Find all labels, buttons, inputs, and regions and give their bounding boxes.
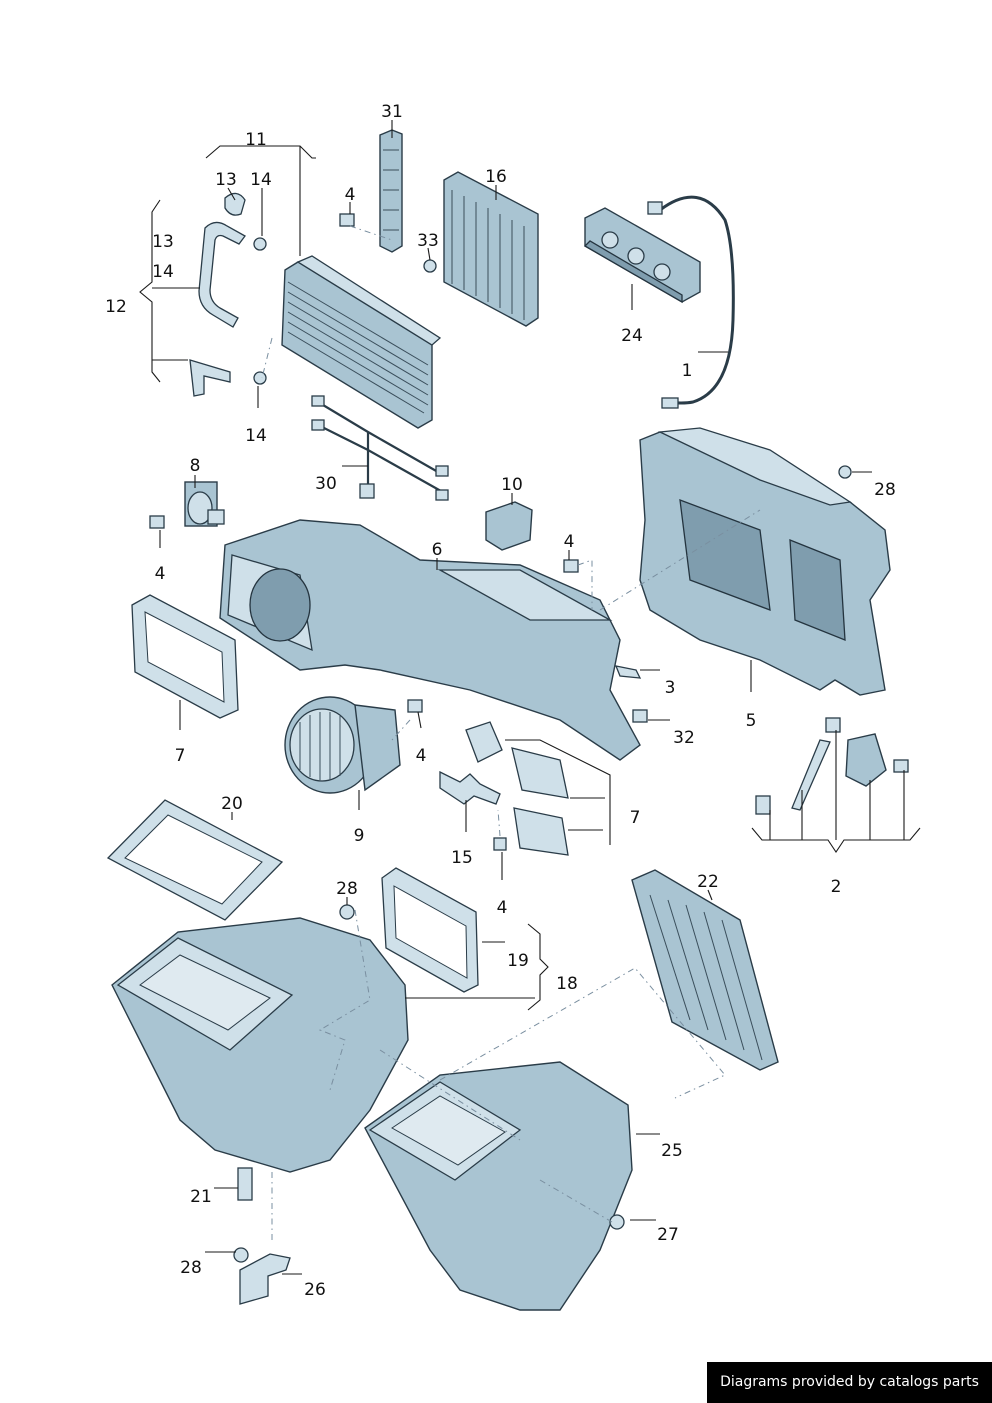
callout-31: 31 bbox=[381, 102, 403, 122]
callout-20: 20 bbox=[221, 794, 243, 814]
callout-6: 6 bbox=[432, 540, 443, 560]
callout-19: 19 bbox=[507, 951, 529, 971]
callout-1: 1 bbox=[682, 361, 693, 381]
callout-2: 2 bbox=[831, 877, 842, 897]
callout-10: 10 bbox=[501, 475, 523, 495]
control-unit-illustration bbox=[583, 195, 735, 409]
blower-duct-housing-illustration bbox=[219, 519, 641, 761]
callout-18: 18 bbox=[556, 974, 578, 994]
filter-frame-illustration bbox=[106, 799, 284, 921]
callout-4: 4 bbox=[564, 532, 575, 552]
dust-filter-illustration bbox=[631, 869, 779, 1071]
callout-33: 33 bbox=[417, 231, 439, 251]
air-guide-illustration bbox=[379, 129, 403, 253]
seal-frames-illustration bbox=[131, 594, 569, 856]
callout-14: 14 bbox=[250, 170, 272, 190]
callout-4: 4 bbox=[155, 564, 166, 584]
callout-30: 30 bbox=[315, 474, 337, 494]
bracket-illustration bbox=[439, 770, 501, 805]
callout-32: 32 bbox=[673, 728, 695, 748]
callout-26: 26 bbox=[304, 1280, 326, 1300]
air-conditioning-housing-illustration bbox=[639, 427, 891, 696]
callout-4: 4 bbox=[416, 746, 427, 766]
callout-16: 16 bbox=[485, 167, 507, 187]
callout-7: 7 bbox=[175, 746, 186, 766]
lower-housing-left-illustration bbox=[111, 917, 409, 1173]
callout-28: 28 bbox=[874, 480, 896, 500]
control-module-illustration bbox=[485, 501, 533, 551]
callout-25: 25 bbox=[661, 1141, 683, 1161]
callout-13: 13 bbox=[152, 232, 174, 252]
servomotor-illustration bbox=[184, 481, 225, 527]
callout-8: 8 bbox=[190, 456, 201, 476]
callout-21: 21 bbox=[190, 1187, 212, 1207]
blower-motor-illustration bbox=[284, 696, 401, 794]
callout-27: 27 bbox=[657, 1225, 679, 1245]
callout-22: 22 bbox=[697, 872, 719, 892]
callout-7: 7 bbox=[630, 808, 641, 828]
callout-9: 9 bbox=[354, 826, 365, 846]
heater-core-illustration bbox=[189, 192, 442, 429]
callout-14: 14 bbox=[152, 262, 174, 282]
callout-28: 28 bbox=[336, 879, 358, 899]
callout-11: 11 bbox=[245, 130, 267, 150]
callout-12: 12 bbox=[105, 297, 127, 317]
callout-14: 14 bbox=[245, 426, 267, 446]
callout-4: 4 bbox=[345, 185, 356, 205]
lower-housing-right-illustration bbox=[364, 1061, 633, 1311]
callout-3: 3 bbox=[665, 678, 676, 698]
callout-24: 24 bbox=[621, 326, 643, 346]
wiring-harness-illustration bbox=[311, 395, 449, 501]
assembly-lines bbox=[261, 225, 761, 1240]
leader-lines bbox=[139, 120, 921, 1275]
seal-frame-illustration bbox=[381, 867, 479, 993]
callout-5: 5 bbox=[746, 711, 757, 731]
callout-28: 28 bbox=[180, 1258, 202, 1278]
credit-banner: Diagrams provided by catalogs parts bbox=[707, 1362, 992, 1403]
callout-15: 15 bbox=[451, 848, 473, 868]
callout-4: 4 bbox=[497, 898, 508, 918]
auxiliary-heat-exchanger-illustration bbox=[443, 171, 539, 327]
callout-13: 13 bbox=[215, 170, 237, 190]
